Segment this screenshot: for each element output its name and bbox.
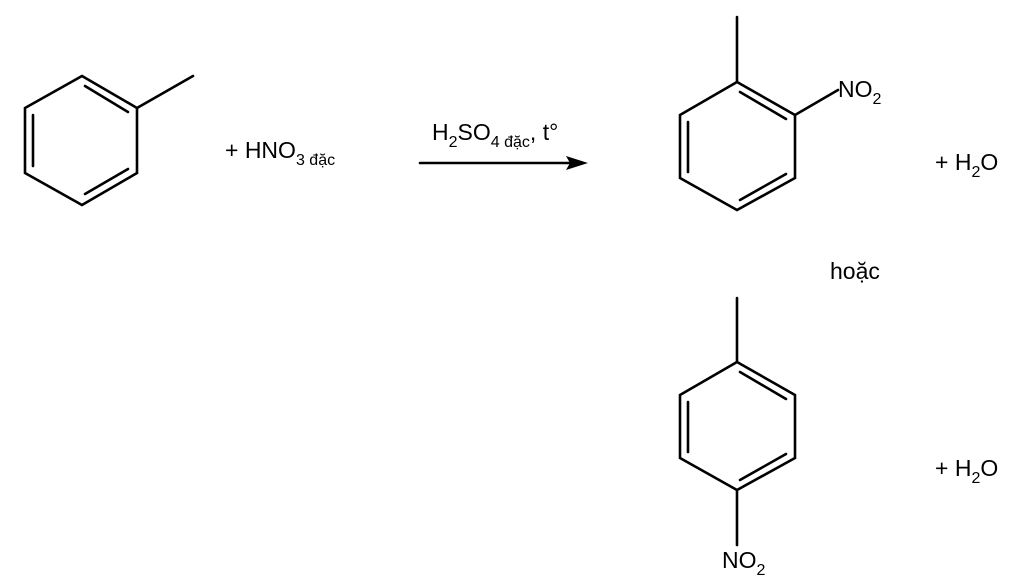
reagent-hno3: + HNO3 đặc (225, 137, 335, 169)
or-label: hoặc (830, 258, 880, 284)
reaction-conditions: H2SO4 đặc, t° (432, 119, 558, 151)
water-product-1: + H2O (935, 149, 998, 181)
ortho-nitrotoluene-structure (678, 15, 840, 212)
para-nitrotoluene-structure (678, 296, 797, 547)
para-no2-label: NO2 (722, 547, 766, 579)
toluene-structure (23, 74, 195, 207)
ortho-no2-label: NO2 (838, 76, 882, 108)
water-product-2: + H2O (935, 455, 998, 487)
reaction-arrow (418, 156, 588, 170)
